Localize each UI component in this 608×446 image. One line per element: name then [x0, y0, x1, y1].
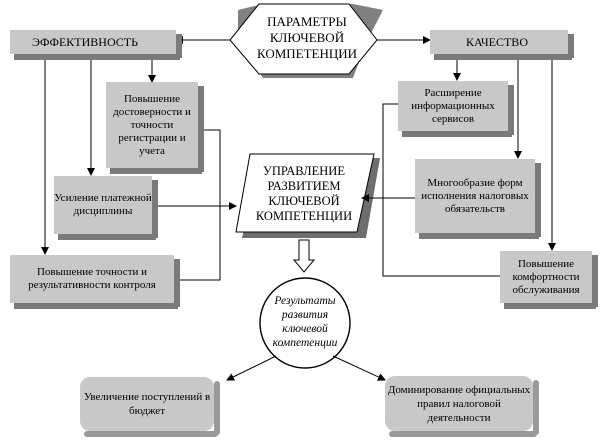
middle-hexagon [235, 153, 375, 233]
right-item-forms: Многообразие форм исполнения налоговых о… [415, 159, 541, 239]
hollow-down-arrow [292, 239, 316, 273]
left-item-control: Повышение точности и результативности ко… [10, 255, 180, 309]
outcome-rules: Доминирование официальных правил налогов… [385, 376, 539, 437]
efficiency-header: ЭФФЕКТИВНОСТЬ [10, 30, 182, 60]
outcome-budget: Увеличение поступлений в бюджет [80, 377, 220, 437]
left-item-accuracy: Повышение достоверности и точности регис… [106, 82, 204, 174]
right-item-services: Расширение информационных сервисов [398, 81, 514, 137]
left-item-discipline: Усиление платежной дисциплины [54, 176, 158, 240]
results-label: Результаты развития ключевой компетенции [272, 295, 338, 349]
top-hexagon-label: ПАРАМЕТРЫ КЛЮЧЕВОЙ КОМПЕТЕНЦИИ [256, 14, 358, 61]
right-item-comfort: Повышение комфортности обслуживания [500, 251, 598, 309]
quality-header: КАЧЕСТВО [430, 30, 574, 60]
results-circle [259, 277, 351, 369]
management-label: УПРАВЛЕНИЕ РАЗВИТИЕМ КЛЮЧЕВОЙ КОМПЕТЕНЦИ… [255, 164, 353, 223]
